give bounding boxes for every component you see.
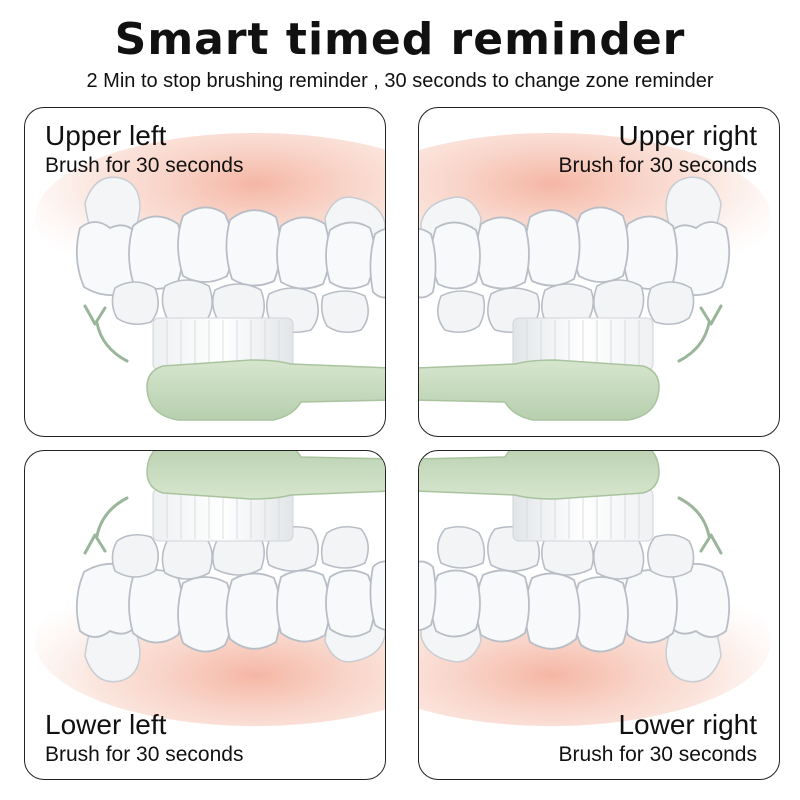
- zone-duration: Brush for 30 seconds: [45, 154, 244, 177]
- lower-left-label: Lower left Brush for 30 seconds: [45, 709, 243, 767]
- zone-duration: Brush for 30 seconds: [558, 743, 757, 766]
- zone-name: Lower left: [45, 709, 167, 740]
- panel-upper-right: Upper right Brush for 30 seconds: [418, 107, 780, 437]
- panel-lower-right: Lower right Brush for 30 seconds: [418, 450, 780, 780]
- panel-lower-left: Lower left Brush for 30 seconds: [24, 450, 386, 780]
- page-subtitle: 2 Min to stop brushing reminder , 30 sec…: [86, 70, 714, 92]
- upper-right-label: Upper right Brush for 30 seconds: [559, 120, 757, 178]
- zone-name: Lower right: [618, 709, 757, 740]
- upper-left-label: Upper left Brush for 30 seconds: [45, 120, 243, 178]
- zone-name: Upper left: [45, 120, 167, 151]
- zone-name: Upper right: [618, 120, 757, 151]
- page-title: Smart timed reminder: [114, 14, 686, 65]
- lower-right-label: Lower right Brush for 30 seconds: [559, 709, 757, 767]
- panel-upper-left: Upper left Brush for 30 seconds: [24, 107, 386, 437]
- zone-duration: Brush for 30 seconds: [45, 743, 244, 766]
- zone-duration: Brush for 30 seconds: [558, 154, 757, 177]
